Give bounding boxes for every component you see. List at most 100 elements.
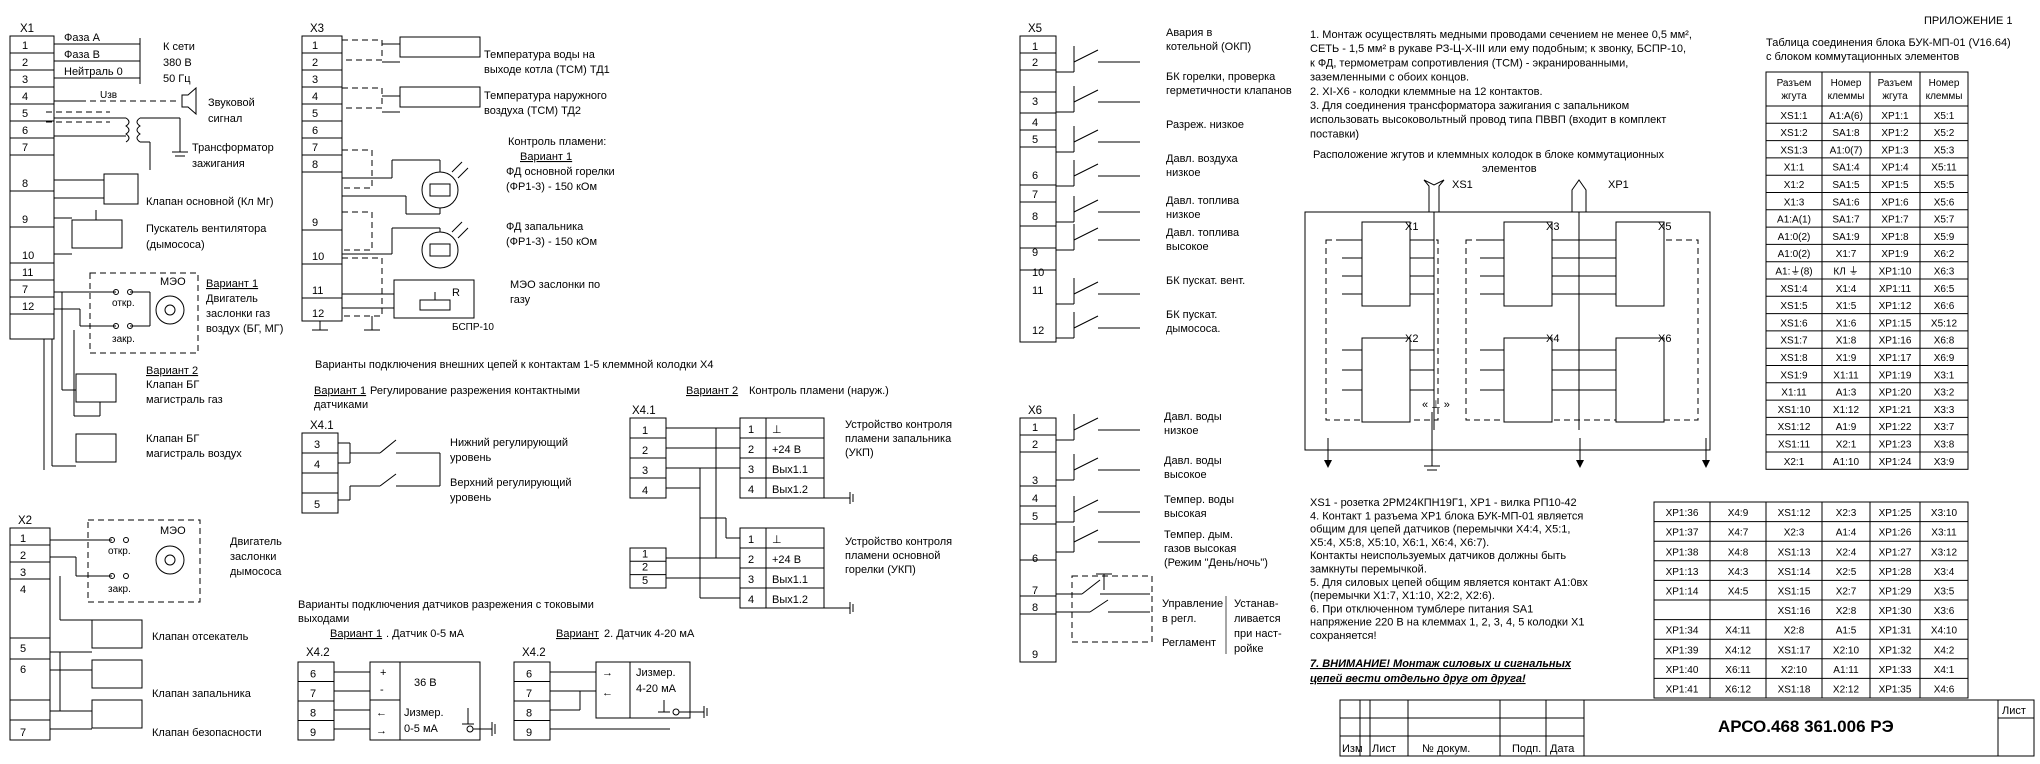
x6-label: Темпер. дым. <box>1164 529 1233 541</box>
x6-label: Давл. воды <box>1164 411 1222 423</box>
sensor-variants: Варианты подключения датчиков разрежения… <box>297 599 708 741</box>
fan-starter-coil <box>71 219 123 249</box>
table-cell: X4:6 <box>1934 685 1955 696</box>
ukp-pilot-3: (УКП) <box>845 447 874 459</box>
x1-pin: 11 <box>22 267 33 279</box>
table-cell: XP1:6 <box>1881 197 1909 208</box>
stamp-column: № докум. <box>1422 743 1470 755</box>
table-cell: X4:1 <box>1934 665 1955 676</box>
note-line: СЕТЬ - 1,5 мм² в рукаве РЗ-Ц-Х-III или е… <box>1310 43 1686 55</box>
table-cell: X4:7 <box>1728 528 1749 539</box>
x6-label: Давл. воды <box>1164 455 1222 467</box>
x2-pin: 2 <box>20 550 26 562</box>
block-x1 <box>1361 221 1411 307</box>
table-cell: XP1:19 <box>1879 370 1912 381</box>
table-cell: X5:2 <box>1934 128 1955 139</box>
ukp-terminal-label: Вых1.2 <box>772 594 808 606</box>
ukp-main-1: Устройство контроля <box>845 536 952 548</box>
x5-pin: 11 <box>1032 285 1043 297</box>
table-cell: XP1:38 <box>1666 547 1699 558</box>
table-cell: XP1:41 <box>1666 685 1699 696</box>
table-cell: X2:3 <box>1836 508 1857 519</box>
imeas1-2: 0-5 мА <box>404 723 439 735</box>
table-cell: X1:4 <box>1836 284 1857 295</box>
table-cell: XP1:33 <box>1879 665 1912 676</box>
upper-level-1: Верхний регулирующий <box>450 477 572 489</box>
stamp-sheet-label: Лист <box>2002 705 2026 717</box>
x1-pin: 4 <box>22 91 28 103</box>
table-cell: XP1:1 <box>1881 111 1909 122</box>
meo-smoke-frame <box>87 519 201 603</box>
table-cell: X2:12 <box>1833 685 1860 696</box>
ukp-terminal-label: Вых1.1 <box>772 574 808 586</box>
note-lower-line: Контакты неиспользуемых датчиков должны … <box>1310 550 1566 562</box>
table-cell: X4:11 <box>1725 626 1751 637</box>
ext-v2-text: Контроль пламени (наруж.) <box>749 385 889 397</box>
ukp-pin: 3 <box>748 464 754 476</box>
x5-label: БК пускат. вент. <box>1166 275 1245 287</box>
meo-label-x2: МЭО <box>160 525 186 537</box>
x5-label: котельной (ОКП) <box>1166 41 1251 53</box>
table-cell: X1:11 <box>1781 388 1807 399</box>
table-cell: XS1:13 <box>1778 547 1811 558</box>
x6-pin: 4 <box>1032 493 1038 505</box>
x5-pin: 5 <box>1032 134 1038 146</box>
x5-label: Давл. топлива <box>1166 227 1240 239</box>
control-2: в регл. <box>1162 613 1196 625</box>
fd-main-2: (ФР1-3) - 150 кОм <box>506 181 597 193</box>
x3-pin: 11 <box>312 285 323 297</box>
x6-pin: 7 <box>1032 585 1038 597</box>
table-cell: X3:2 <box>1934 388 1955 399</box>
x3-pin: 1 <box>312 40 318 52</box>
xp1-connector-icon <box>1571 179 1587 212</box>
arrow-in-2: ← <box>602 687 613 699</box>
external-heading: Варианты подключения внешних цепей к кон… <box>315 359 714 371</box>
meo-smoke-motor-icon <box>155 545 185 575</box>
installed-2: ливается <box>1234 613 1281 625</box>
sound-signal-2: сигнал <box>208 113 242 125</box>
x42b-pin: 8 <box>526 708 532 720</box>
block-x5 <box>1615 221 1665 307</box>
table-cell: XP1:12 <box>1879 301 1912 312</box>
table-cell: SA1:9 <box>1832 232 1860 243</box>
table-cell: XP1:16 <box>1879 336 1912 347</box>
table-cell: XP1:29 <box>1879 587 1912 598</box>
td2-sensor <box>399 86 481 108</box>
ukp-pilot-1: Устройство контроля <box>845 419 952 431</box>
table-cell: XP1:27 <box>1879 547 1912 558</box>
safety-valve-label: Клапан безопасности <box>152 727 262 739</box>
table-cell: XS1:7 <box>1780 336 1808 347</box>
x6-label: низкое <box>1164 425 1198 437</box>
horn-icon <box>181 86 197 116</box>
pilot-valve-label: Клапан запальника <box>152 688 252 700</box>
table-cell: X5:5 <box>1934 180 1955 191</box>
layout-wires <box>1342 239 1616 391</box>
x1-pin: 5 <box>22 108 28 120</box>
table-cell: XP1:39 <box>1666 645 1699 656</box>
sens-v2-label: Вариант <box>556 628 599 640</box>
x42-pin: 6 <box>310 669 316 681</box>
table-cell: XP1:35 <box>1879 685 1912 696</box>
transformer-primary-icon <box>125 117 130 143</box>
table-cell: X1:9 <box>1836 353 1857 364</box>
x5-pin: 6 <box>1032 170 1038 182</box>
sens-v1-text: . Датчик 0-5 мА <box>386 628 465 640</box>
x6-label: газов высокая <box>1164 543 1236 555</box>
note-line: использовать высоковольтный провод типа … <box>1310 114 1666 126</box>
bspr-label: БСПР-10 <box>452 322 494 333</box>
table-cell: X6:11 <box>1725 665 1751 676</box>
table-cell: XS1:2 <box>1780 128 1808 139</box>
x42-pin: 9 <box>310 727 316 739</box>
table-cell: SA1:6 <box>1832 197 1860 208</box>
x42-title: X4.2 <box>306 647 330 659</box>
table-cell: X5:9 <box>1934 232 1955 243</box>
layout-title-2: элементов <box>1482 163 1537 175</box>
sound-signal-1: Звуковой <box>208 97 255 109</box>
ukp-terminal-label: ⊥ <box>772 424 782 436</box>
table-cell: XS1:6 <box>1780 318 1808 329</box>
